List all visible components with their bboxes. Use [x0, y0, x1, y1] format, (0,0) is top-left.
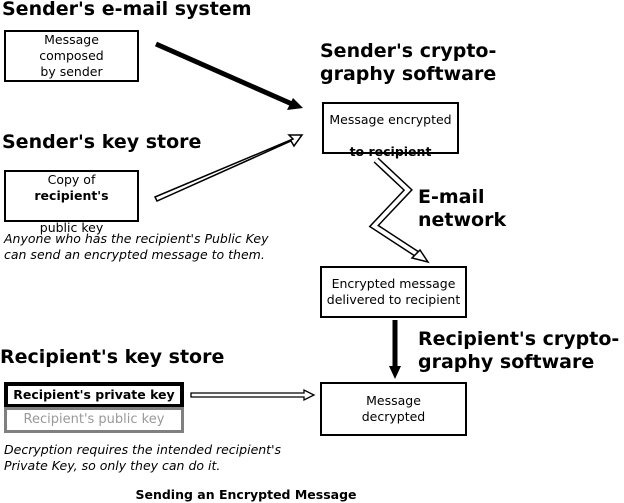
heading-recipient-key-store: Recipient's key store — [0, 346, 225, 368]
arrow-privatekey-to-decrypted — [190, 388, 316, 402]
heading-sender-key-store: Sender's key store — [2, 131, 202, 153]
heading-email-network: E-mail network — [418, 186, 507, 231]
copy-prefix: Copy of — [47, 172, 96, 187]
encrypted-bold: to recipient — [349, 144, 432, 159]
arrow-composed-to-encrypted — [154, 41, 303, 110]
box-message-encrypted: Message encrypted to recipient — [322, 102, 459, 159]
box-public-key-label: Recipient's public key — [23, 412, 165, 427]
arrow-delivered-to-decrypted — [389, 320, 401, 379]
box-delivered-label: Encrypted message delivered to recipient — [326, 276, 461, 307]
copy-suffix: public key — [39, 220, 104, 235]
box-copy-public-key: Copy of recipient's public key — [4, 170, 139, 235]
box-private-key-label: Recipient's private key — [13, 387, 175, 402]
arrow-email-network — [368, 157, 430, 264]
copy-bold: recipient's — [34, 188, 109, 203]
encrypted-prefix: Message encrypted — [329, 112, 452, 127]
arrow-keystore-to-encrypted — [153, 134, 304, 202]
box-delivered: Encrypted message delivered to recipient — [320, 266, 467, 318]
heading-recipient-crypto-software: Recipient's crypto- graphy software — [418, 328, 620, 373]
heading-sender-crypto-software: Sender's crypto- graphy software — [320, 40, 497, 85]
note-public-key: Anyone who has the recipient's Public Ke… — [4, 231, 269, 262]
box-decrypted: Message decrypted — [320, 382, 467, 436]
box-decrypted-label: Message decrypted — [361, 393, 426, 424]
box-private-key: Recipient's private key — [4, 382, 184, 408]
note-private-key: Decryption requires the intended recipie… — [4, 442, 282, 473]
heading-sender-email-system: Sender's e-mail system — [2, 0, 252, 20]
box-message-encrypted-label: Message encrypted to recipient — [329, 96, 451, 160]
diagram-caption: Sending an Encrypted Message — [135, 487, 357, 502]
box-message-composed: Message composed by sender — [4, 30, 139, 82]
box-copy-public-key-label: Copy of recipient's public key — [10, 156, 133, 236]
box-public-key: Recipient's public key — [4, 407, 184, 433]
box-message-composed-label: Message composed by sender — [39, 32, 104, 79]
